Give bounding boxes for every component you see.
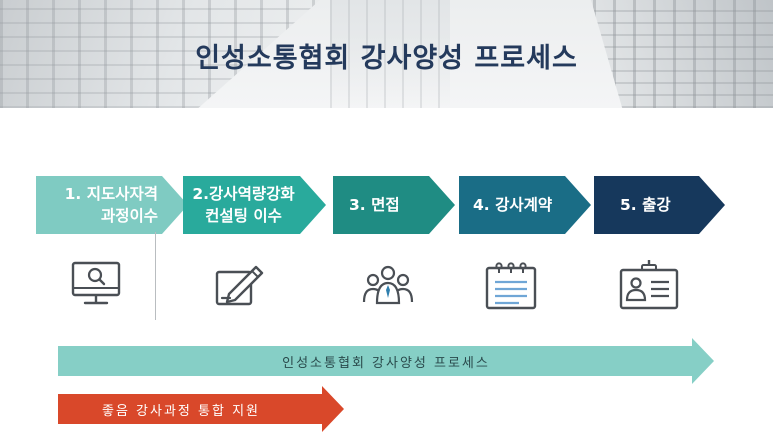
process-step-1-label: 1. 지도사자격 과정이수	[64, 185, 158, 225]
people-group-icon	[360, 260, 416, 308]
header-banner: 인성소통협회 강사양성 프로세스	[0, 0, 773, 108]
process-step-2: 2.강사역량강화 컨설팅 이수	[183, 176, 326, 234]
page-title: 인성소통협회 강사양성 프로세스	[195, 43, 578, 74]
monitor-search-icon	[70, 260, 122, 308]
integrated-support-label: 좋음 강사과정 통합 지원	[102, 403, 260, 419]
process-step-3-label: 3. 면접	[349, 196, 400, 214]
pen-edit-icon	[212, 260, 268, 308]
process-step-3: 3. 면접	[333, 176, 455, 234]
step-divider	[155, 232, 156, 320]
notepad-icon	[483, 260, 539, 312]
process-overview-arrow: 인성소통협회 강사양성 프로세스	[58, 338, 714, 384]
process-step-1: 1. 지도사자격 과정이수	[36, 176, 188, 234]
process-step-5-label: 5. 출강	[620, 196, 671, 214]
integrated-support-arrow: 좋음 강사과정 통합 지원	[58, 386, 344, 432]
id-badge-icon	[618, 260, 680, 312]
process-step-4: 4. 강사계약	[459, 176, 591, 234]
process-step-4-label: 4. 강사계약	[473, 196, 553, 214]
process-step-5: 5. 출강	[594, 176, 725, 234]
process-step-2-label: 2.강사역량강화 컨설팅 이수	[192, 185, 295, 225]
process-overview-label: 인성소통협회 강사양성 프로세스	[282, 355, 490, 371]
building-background-right	[591, 0, 773, 108]
building-background-middle	[330, 0, 450, 108]
